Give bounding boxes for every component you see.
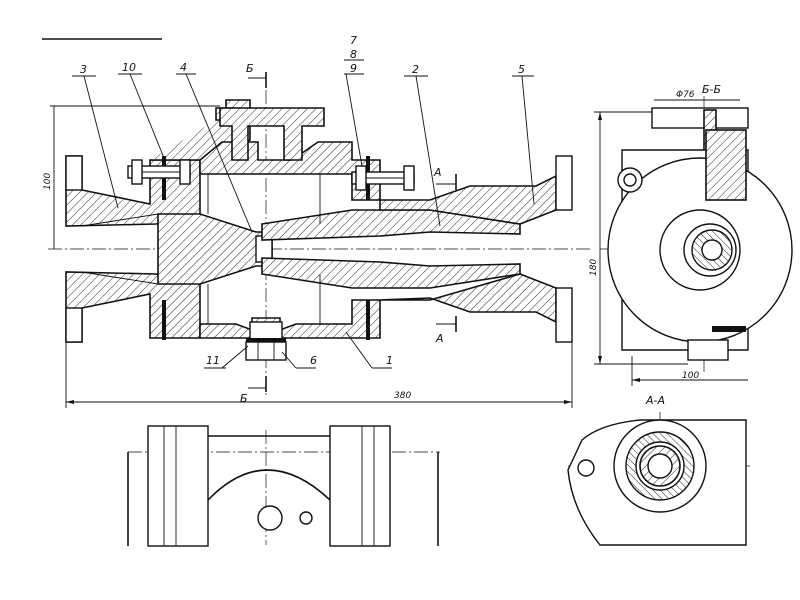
label-part-10: 10: [122, 61, 136, 74]
part-callouts: 3 10 4 7 8 9 2 5 11 6 1: [72, 34, 535, 369]
label-part-9: 9: [350, 62, 357, 75]
main-section-view: [48, 90, 590, 395]
label-part-3: 3: [80, 63, 87, 76]
label-part-7: 7: [350, 34, 357, 47]
section-mark-a-top: А: [433, 166, 442, 179]
dim-length-380: 380: [394, 391, 411, 401]
label-part-1: 1: [386, 354, 393, 367]
label-part-6: 6: [310, 354, 317, 367]
label-part-2: 2: [412, 63, 419, 76]
section-a-a-view: А-А: [567, 394, 750, 546]
bottom-plan-view: [127, 425, 440, 547]
bolt-right: [351, 165, 415, 191]
section-b-b-view: Б-Б Φ76 180 100: [589, 83, 793, 386]
dimensions-main: 100 380: [43, 105, 573, 408]
view-title-a-a: А-А: [645, 394, 665, 407]
label-part-5: 5: [518, 63, 525, 76]
dim-height-180: 180: [589, 259, 599, 276]
label-part-8: 8: [350, 48, 357, 61]
section-mark-b-top: Б: [246, 62, 254, 75]
dim-width-100: 100: [682, 371, 699, 381]
section-markers: Б Б А А: [240, 62, 457, 405]
dim-height-100: 100: [43, 173, 53, 190]
section-mark-a-bottom: А: [435, 332, 444, 345]
label-part-11: 11: [206, 354, 220, 367]
bolt-left: [127, 159, 191, 185]
view-title-b-b: Б-Б: [702, 83, 721, 96]
label-part-4: 4: [180, 61, 187, 74]
dim-diameter-76: Φ76: [676, 90, 695, 100]
section-mark-b-bottom: Б: [240, 392, 248, 405]
